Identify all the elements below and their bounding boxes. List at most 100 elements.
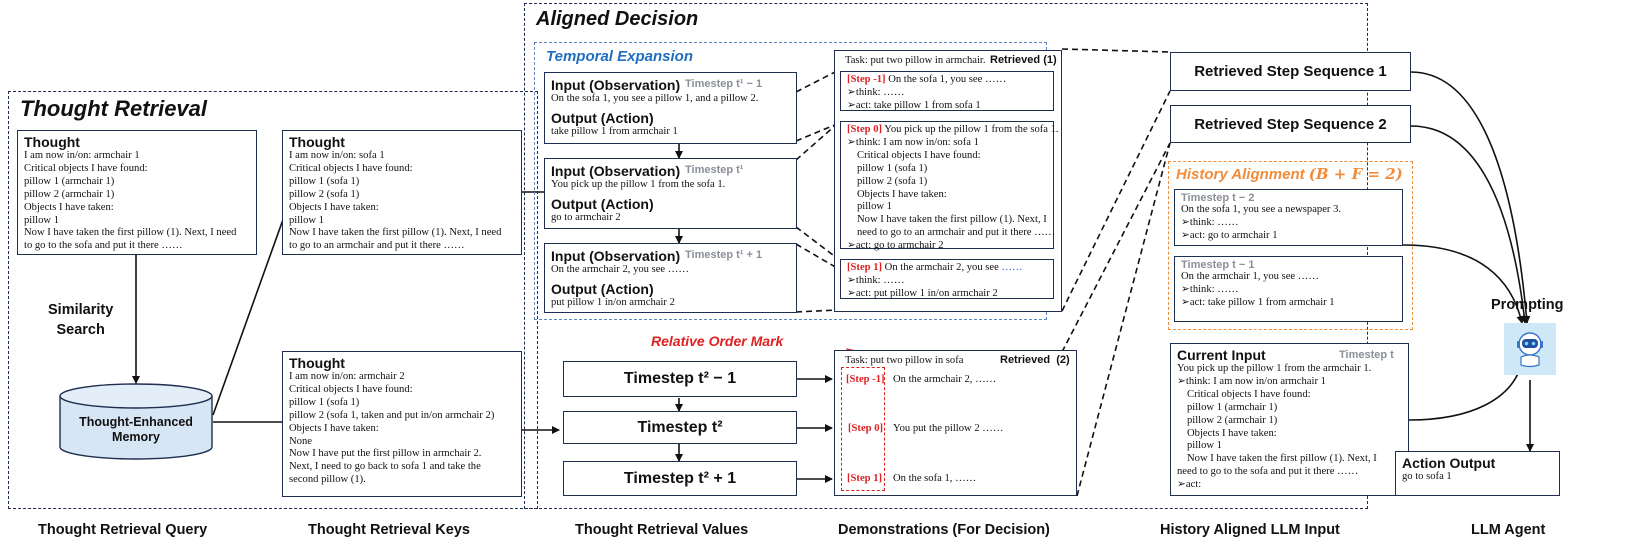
timestep2-curr-label: Timestep t² [637, 418, 723, 436]
key1-thought-line: to go to an armchair and put it there …… [289, 240, 465, 252]
step-0-think-line: pillow 1 [857, 201, 893, 213]
step-0-think-lines: Critical objects I have found:pillow 1 (… [847, 150, 1055, 240]
retrieved1-step-m1: [Step -1] On the sofa 1, you see …… ➢thi… [840, 71, 1054, 111]
current-think-line: pillow 1 [1187, 440, 1223, 452]
seq1-label: Retrieved Step Sequence 1 [1194, 63, 1387, 80]
step-prev-output-text: take pillow 1 from armchair 1 [551, 125, 678, 137]
footer-query: Thought Retrieval Query [38, 522, 208, 538]
current-tail-line: need to go to the sofa and put it there … [1177, 466, 1359, 478]
step-1-mark: [Step 1] [847, 262, 883, 273]
current-think-line: pillow 1 (armchair 1) [1187, 401, 1278, 413]
query-thought-line: to go to the sofa and put it there …… [24, 240, 183, 252]
key1-thought-line: Objects I have taken: [289, 201, 379, 213]
thought-retrieval-frame [8, 91, 538, 509]
step-0-think-line: Objects I have taken: [857, 188, 947, 200]
footer-llm-input: History Aligned LLM Input [1160, 522, 1340, 538]
step-curr-output-label: Output (Action) [551, 195, 654, 212]
current-think-line: Now I have taken the first pillow (1). N… [1187, 453, 1377, 465]
retrieved1-tag: Retrieved (1) [990, 54, 1057, 66]
hist2-obs: On the armchair 1, you see …… [1181, 271, 1319, 282]
retrieved2-tag: Retrieved (2) [1000, 354, 1070, 366]
relative-order-mark-label: Relative Order Mark [651, 333, 784, 349]
hist1-think: ➢think: …… [1181, 216, 1239, 228]
key2-thought-line: Objects I have taken: [289, 422, 379, 434]
footer-values: Thought Retrieval Values [575, 522, 749, 538]
aligned-decision-title: Aligned Decision [536, 8, 699, 30]
step-0-think-line: pillow 2 (sofa 1) [857, 175, 928, 187]
step-m1-think: ➢think: …… [847, 86, 905, 98]
hist2-act: ➢act: take pillow 1 from armchair 1 [1181, 296, 1335, 308]
key1-thought-line: pillow 1 [289, 214, 325, 226]
current-timestep: Timestep t [1339, 349, 1394, 361]
retrieved-step-sequence-2: Retrieved Step Sequence 2 [1170, 105, 1411, 143]
step-m1-act: ➢act: take pillow 1 from sofa 1 [847, 99, 981, 111]
step-next-input-label: Input (Observation) [551, 248, 681, 264]
key1-thought-line: pillow 1 (sofa 1) [289, 175, 360, 187]
step-0-think: ➢think: I am now in/on: sofa 1 [847, 136, 979, 148]
r2-step-1-mark: [Step 1] [847, 473, 883, 484]
temporal-step-curr: Timestep t¹ Input (Observation) You pick… [544, 158, 797, 229]
current-think-line: Critical objects I have found: [1187, 388, 1311, 400]
retrieved1-step-1: [Step 1] On the armchair 2, you see …… ➢… [840, 259, 1054, 299]
query-thought-line: I am now in/on: armchair 1 [24, 150, 140, 161]
step-curr-output-text: go to armchair 2 [551, 211, 621, 223]
key1-thought-line: pillow 2 (sofa 1) [289, 188, 360, 200]
timestep2-prev: Timestep t² − 1 [563, 361, 797, 397]
key2-thought-line: pillow 1 (sofa 1) [289, 396, 360, 408]
temporal-step-prev: Timestep t¹ − 1 Input (Observation) On t… [544, 72, 797, 144]
current-think-line: pillow 2 (armchair 1) [1187, 414, 1278, 426]
temporal-expansion-title: Temporal Expansion [546, 48, 693, 65]
footer-demonstrations: Demonstrations (For Decision) [838, 522, 1050, 538]
step-curr-timestep: Timestep t¹ [685, 164, 744, 176]
query-thought-line: pillow 1 (armchair 1) [24, 175, 115, 187]
step-prev-input-label: Input (Observation) [551, 77, 681, 93]
step-0-think-line: Now I have taken the first pillow (1). N… [857, 214, 1047, 226]
query-thought-line: Critical objects I have found: [24, 162, 148, 174]
step-0-mark: [Step 0] [847, 124, 883, 135]
hist1-act: ➢act: go to armchair 1 [1181, 229, 1278, 241]
r2-step-0-text: You put the pillow 2 …… [893, 423, 1004, 434]
history-alignment-title: History Alignment (B + F = 2) [1176, 165, 1403, 183]
key2-thought-line: pillow 2 (sofa 1, taken and put in/on ar… [289, 409, 495, 421]
hist2-timestep: Timestep t − 1 [1181, 259, 1255, 271]
retrieved1-task: Task: put two pillow in armchair. [845, 55, 986, 66]
key1-thought-line: Critical objects I have found: [289, 162, 413, 174]
step-prev-output-label: Output (Action) [551, 109, 654, 126]
key2-heading: Thought [289, 355, 345, 371]
memory-cylinder-icon [59, 383, 213, 460]
step-m1-mark: [Step -1] [847, 74, 886, 85]
retrieved1-step-0: [Step 0] You pick up the pillow 1 from t… [840, 121, 1059, 251]
query-thought-heading: Thought [24, 134, 80, 150]
query-thought-line: Now I have taken the first pillow (1). N… [24, 227, 237, 239]
footer-keys: Thought Retrieval Keys [308, 522, 470, 538]
history-step-t-minus-1: Timestep t − 1 On the armchair 1, you se… [1174, 256, 1403, 322]
key1-heading: Thought [289, 134, 345, 150]
r2-step-0-mark: [Step 0] [848, 423, 884, 434]
action-output-text: go to sofa 1 [1402, 471, 1452, 482]
step-1-think: ➢think: …… [847, 274, 905, 286]
similarity-search-label: Similarity Search [48, 302, 114, 338]
key2-thought-line: Critical objects I have found: [289, 383, 413, 395]
r2-step-m1-text: On the armchair 2, …… [893, 374, 997, 385]
key1-thought-line: Now I have taken the first pillow (1). N… [289, 227, 502, 239]
key2-thought-line: Next, I need to go back to sofa 1 and ta… [289, 461, 481, 473]
step-1-text-ellipsis: …… [1001, 262, 1023, 273]
current-think: ➢think: I am now in/on armchair 1 [1177, 375, 1326, 387]
step-next-timestep: Timestep t¹ + 1 [685, 249, 763, 261]
retrieved-demonstration-2: Task: put two pillow in sofa Retrieved (… [834, 350, 1077, 496]
prompting-label: Prompting [1491, 297, 1564, 313]
step-1-text: On the armchair 2, you see [882, 262, 1002, 273]
step-m1-text: On the sofa 1, you see …… [885, 74, 1007, 85]
retrieved2-task: Task: put two pillow in sofa [845, 355, 964, 366]
step-next-output-text: put pillow 1 in/on armchair 2 [551, 296, 675, 308]
step-next-output-label: Output (Action) [551, 280, 654, 297]
current-input-box: Timestep t Current Input You pick up the… [1170, 343, 1409, 496]
timestep2-next: Timestep t² + 1 [563, 461, 797, 496]
timestep2-curr: Timestep t² [563, 411, 797, 444]
